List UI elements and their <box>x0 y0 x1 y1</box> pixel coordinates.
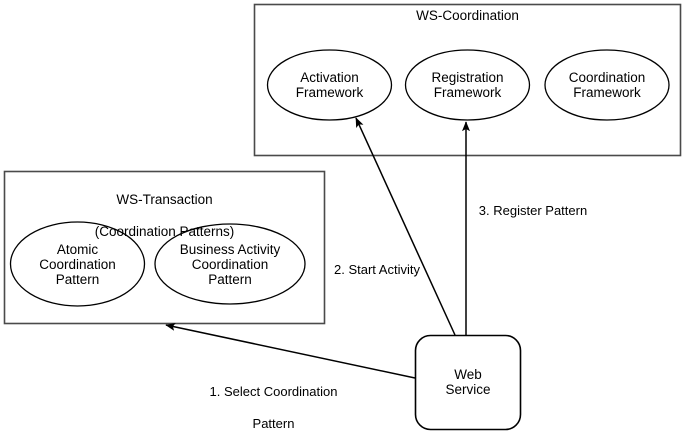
atomic-coordination-pattern-ellipse[interactable] <box>9 221 146 307</box>
ws-transaction-title-line1: WS-Transaction <box>116 192 213 207</box>
registration-framework-ellipse[interactable] <box>404 49 531 121</box>
business-activity-coordination-pattern-ellipse[interactable] <box>154 223 306 305</box>
edge-register-pattern-label: 3. Register Pattern <box>478 203 588 218</box>
ws-coordination-title: WS-Coordination <box>416 8 519 23</box>
coordination-framework-ellipse[interactable] <box>544 49 670 121</box>
ws-transaction-title: WS-Transaction (Coordination Patterns) <box>4 176 325 240</box>
edge-start-activity-label: 2. Start Activity <box>334 262 420 277</box>
edge-select-coordination-pattern-label: 1. Select Coordination Pattern <box>196 368 351 432</box>
activation-framework-ellipse[interactable] <box>266 49 393 121</box>
web-service-box[interactable] <box>414 334 522 431</box>
ws-transaction-title-line2: (Coordination Patterns) <box>94 224 235 239</box>
edge-select-coordination-pattern-line[interactable] <box>165 323 416 379</box>
edge-1-label-line1: 1. Select Coordination <box>209 384 338 399</box>
edge-1-label-line2: Pattern <box>252 416 295 431</box>
edge-start-activity-line[interactable] <box>355 117 456 336</box>
